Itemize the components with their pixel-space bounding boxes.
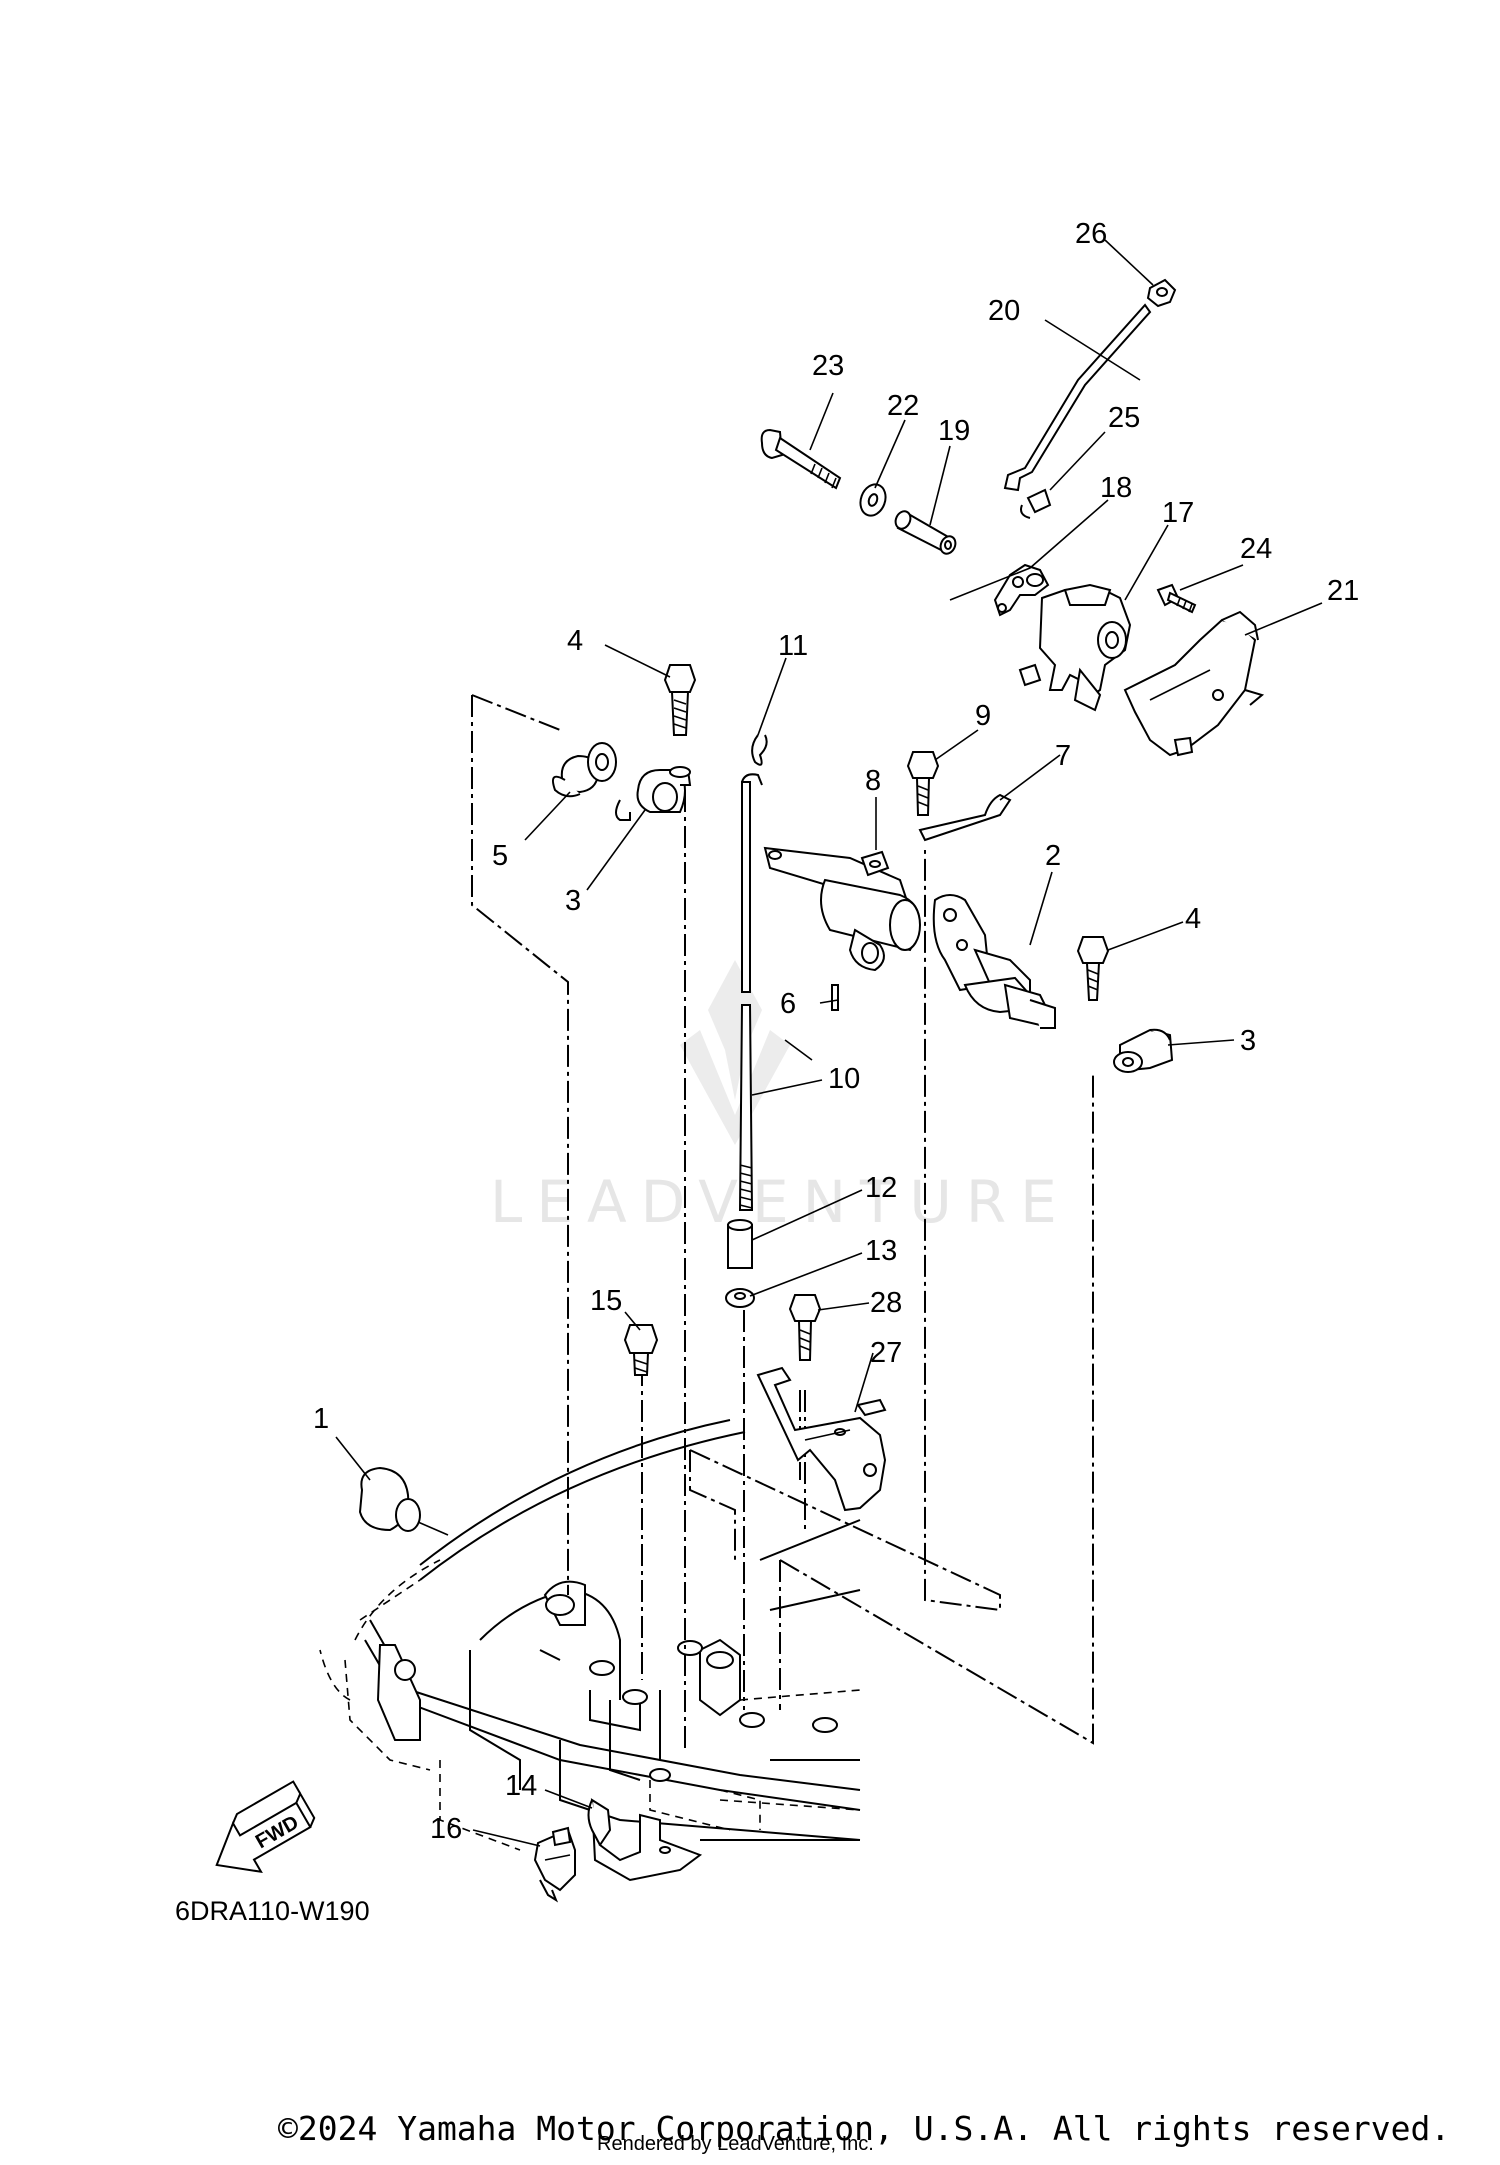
callout-1: 1 bbox=[313, 1403, 329, 1435]
callout-26: 26 bbox=[1075, 218, 1107, 250]
callout-5: 5 bbox=[492, 840, 508, 872]
callout-11: 11 bbox=[778, 630, 808, 662]
part-20-rod bbox=[1003, 303, 1152, 492]
part-24-screw bbox=[1156, 583, 1197, 614]
rendered-by: Rendered by LeadVenture, Inc. bbox=[597, 2133, 874, 2155]
callout-12: 12 bbox=[865, 1172, 897, 1204]
callout-3-left: 3 bbox=[565, 885, 581, 917]
assembly-guide-lines bbox=[471, 694, 1094, 1750]
callout-3-right: 3 bbox=[1240, 1025, 1256, 1057]
watermark-text: LEADVENTURE bbox=[490, 1168, 1071, 1236]
part-12-collar bbox=[727, 1219, 753, 1269]
part-26-nut bbox=[1146, 278, 1177, 308]
callout-13: 13 bbox=[865, 1235, 897, 1267]
callout-6: 6 bbox=[780, 988, 796, 1020]
fwd-arrow-icon: FWD bbox=[215, 1780, 316, 1874]
part-21-bracket bbox=[1123, 610, 1265, 757]
callout-4-right: 4 bbox=[1185, 903, 1201, 935]
callout-19: 19 bbox=[938, 415, 970, 447]
copyright-notice: ©2024 Yamaha Motor Corporation, U.S.A. A… bbox=[278, 2109, 1450, 2148]
callout-24: 24 bbox=[1240, 533, 1272, 565]
callout-8: 8 bbox=[865, 765, 881, 797]
part-10-rod bbox=[738, 773, 763, 1211]
part-27-bracket bbox=[756, 1366, 887, 1512]
callout-23: 23 bbox=[812, 350, 844, 382]
part-11-clip bbox=[751, 734, 768, 766]
watermark: LEADVENTURE bbox=[490, 960, 1071, 1236]
bottom-cowling-drawing bbox=[319, 1419, 861, 1851]
part-17-throttle-cam bbox=[1018, 583, 1132, 712]
callout-labels: 26 20 23 22 19 25 18 17 24 21 4 11 9 7 8… bbox=[313, 218, 1359, 1845]
part-18-lever bbox=[993, 563, 1050, 617]
callout-18: 18 bbox=[1100, 472, 1132, 504]
callout-20: 20 bbox=[988, 295, 1020, 327]
part-4-bolt-left bbox=[663, 664, 697, 736]
watermark-logo-icon bbox=[680, 960, 790, 1145]
callout-4-left: 4 bbox=[567, 625, 583, 657]
part-1-grommet bbox=[358, 1466, 449, 1536]
diagram-code: 6DRA110-W190 bbox=[175, 1896, 370, 1926]
part-3-holder-right bbox=[1113, 1028, 1174, 1073]
part-8-nut bbox=[860, 850, 890, 877]
callout-27: 27 bbox=[870, 1337, 902, 1369]
part-9-bolt bbox=[906, 751, 940, 816]
callout-7: 7 bbox=[1055, 740, 1071, 772]
callout-10: 10 bbox=[828, 1063, 860, 1095]
part-16-clamp bbox=[533, 1826, 576, 1903]
part-7-plate bbox=[918, 793, 1012, 842]
callout-28: 28 bbox=[870, 1287, 902, 1319]
part-15-bolt bbox=[623, 1324, 659, 1376]
callout-16: 16 bbox=[430, 1813, 462, 1845]
part-28-bolt bbox=[788, 1294, 822, 1361]
part-2-shift-shaft-assembly bbox=[763, 846, 1056, 1029]
part-19-collar bbox=[894, 510, 957, 555]
part-25-clip bbox=[1020, 488, 1052, 519]
callout-9: 9 bbox=[975, 700, 991, 732]
part-4-bolt-right bbox=[1076, 936, 1110, 1001]
part-13-washer bbox=[725, 1288, 755, 1308]
part-14-bracket bbox=[587, 1798, 703, 1882]
part-6-pin bbox=[831, 984, 839, 1011]
callout-15: 15 bbox=[590, 1285, 622, 1317]
leader-lines bbox=[335, 239, 1323, 1847]
callout-21: 21 bbox=[1327, 575, 1359, 607]
callout-22: 22 bbox=[887, 390, 919, 422]
part-23-bolt bbox=[760, 428, 842, 490]
part-3-holder-left bbox=[615, 766, 692, 821]
callout-2: 2 bbox=[1045, 840, 1061, 872]
callout-25: 25 bbox=[1108, 402, 1140, 434]
callout-17: 17 bbox=[1162, 497, 1194, 529]
callout-14: 14 bbox=[505, 1770, 537, 1802]
part-22-washer bbox=[859, 483, 887, 517]
part-5-clip bbox=[552, 742, 617, 798]
